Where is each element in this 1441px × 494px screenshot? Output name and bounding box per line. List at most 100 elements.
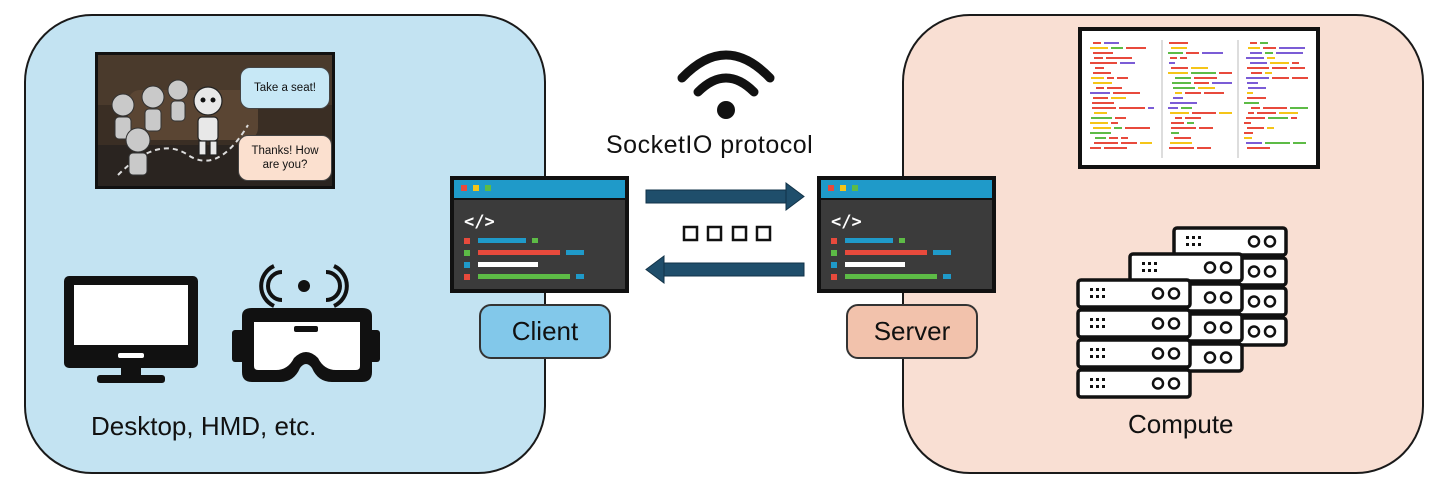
log-line — [1270, 62, 1289, 64]
log-line — [1170, 57, 1177, 59]
log-line — [1169, 42, 1188, 44]
bubble-top-text: Take a seat! — [253, 82, 316, 94]
arrow-right-icon — [645, 182, 805, 211]
log-line — [1185, 92, 1201, 94]
log-line — [1168, 72, 1188, 74]
log-line — [1170, 112, 1189, 114]
log-line — [1265, 72, 1272, 74]
log-line — [1267, 127, 1274, 129]
log-line — [1247, 147, 1270, 149]
log-line — [1090, 62, 1117, 64]
code-log-icon — [1078, 27, 1320, 169]
log-line — [1268, 117, 1288, 119]
log-line — [1250, 52, 1262, 54]
log-line — [1170, 142, 1192, 144]
log-line — [1197, 147, 1211, 149]
log-line — [1111, 97, 1126, 99]
log-line — [1244, 132, 1253, 134]
log-line — [1111, 47, 1123, 49]
server-unit — [1076, 308, 1192, 339]
log-line — [1169, 62, 1175, 64]
client-devices-caption: Desktop, HMD, etc. — [91, 411, 317, 441]
log-line — [1121, 137, 1128, 139]
log-line — [1090, 47, 1108, 49]
log-line — [1093, 82, 1112, 84]
client-code-editor-icon: </> — [450, 176, 629, 293]
log-line — [1181, 107, 1192, 109]
log-line — [1279, 47, 1305, 49]
log-line — [1187, 122, 1194, 124]
log-line — [1291, 117, 1297, 119]
vr-headset-icon — [232, 264, 380, 382]
log-line — [1257, 112, 1276, 114]
log-line — [1219, 72, 1232, 74]
log-line — [1272, 77, 1289, 79]
log-line — [1107, 87, 1122, 89]
log-line — [1199, 127, 1213, 129]
log-line — [1117, 77, 1128, 79]
log-line — [1093, 127, 1111, 129]
log-line — [1148, 107, 1154, 109]
log-line — [1095, 137, 1106, 139]
log-line — [1246, 57, 1264, 59]
log-line — [1247, 127, 1264, 129]
log-line — [1219, 112, 1232, 114]
log-line — [1202, 52, 1223, 54]
log-line — [1171, 47, 1187, 49]
log-line — [1107, 77, 1114, 79]
log-line — [1168, 52, 1183, 54]
log-line — [1174, 137, 1191, 139]
server-unit — [1076, 368, 1192, 399]
log-line — [1250, 62, 1267, 64]
log-line — [1276, 52, 1303, 54]
log-line — [1247, 67, 1269, 69]
log-line — [1091, 117, 1112, 119]
log-line — [1191, 67, 1208, 69]
log-line — [1119, 107, 1145, 109]
server-code-editor-icon: </> — [817, 176, 996, 293]
log-line — [1106, 57, 1132, 59]
log-line — [1292, 77, 1308, 79]
log-line — [1172, 82, 1191, 84]
log-line — [1171, 122, 1184, 124]
log-line — [1246, 142, 1262, 144]
log-line — [1263, 47, 1276, 49]
protocol-label: SocketIO protocol — [606, 131, 814, 159]
log-line — [1246, 117, 1265, 119]
log-line — [1094, 57, 1103, 59]
client-label: Client — [479, 304, 611, 359]
log-line — [1244, 122, 1251, 124]
log-line — [1173, 97, 1183, 99]
log-line — [1094, 142, 1118, 144]
bubble-bottom-line1: Thanks! How — [251, 145, 319, 157]
log-line — [1096, 87, 1104, 89]
log-line — [1247, 92, 1253, 94]
log-line — [1260, 42, 1268, 44]
log-line — [1272, 67, 1287, 69]
log-line — [1247, 97, 1266, 99]
log-line — [1093, 72, 1111, 74]
log-line — [1279, 112, 1298, 114]
log-line — [1173, 87, 1195, 89]
log-line — [1095, 67, 1104, 69]
log-line — [1194, 82, 1209, 84]
client-label-text: Client — [511, 316, 579, 346]
log-line — [1247, 82, 1258, 84]
arrow-left-icon — [645, 255, 805, 284]
log-line — [1251, 107, 1260, 109]
log-line — [1191, 72, 1216, 74]
log-line — [1198, 87, 1215, 89]
log-line — [1090, 132, 1111, 134]
log-line — [1171, 67, 1188, 69]
log-line — [1094, 112, 1107, 114]
log-line — [1109, 137, 1118, 139]
server-unit — [1076, 338, 1192, 369]
log-line — [1180, 57, 1187, 59]
server-unit — [1128, 252, 1244, 283]
log-line — [1244, 102, 1259, 104]
log-line — [1171, 127, 1196, 129]
log-line — [1293, 142, 1306, 144]
log-line — [1090, 92, 1110, 94]
log-line — [1090, 147, 1101, 149]
